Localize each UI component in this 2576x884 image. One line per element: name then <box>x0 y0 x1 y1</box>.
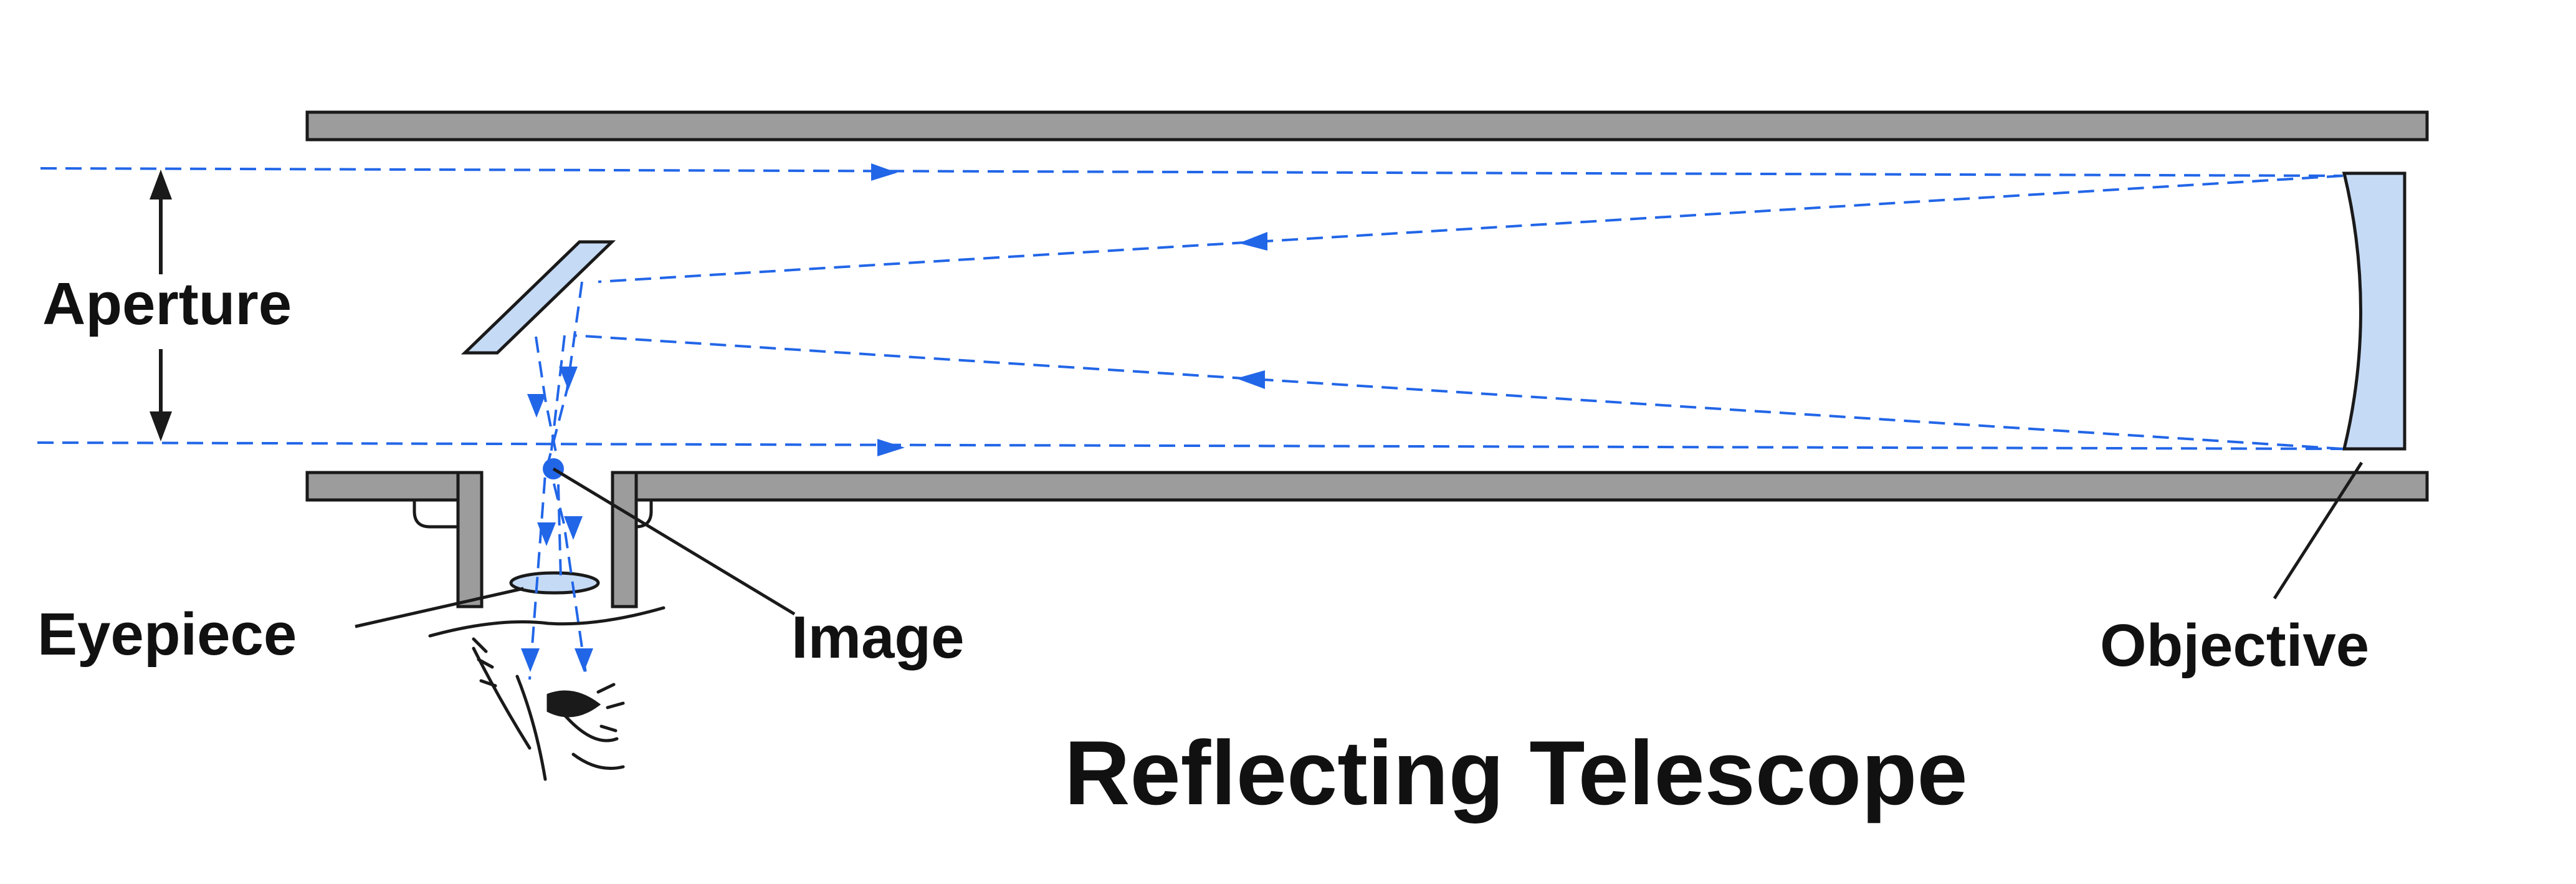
telescope-tube <box>305 110 2429 502</box>
light-rays <box>37 167 2344 680</box>
aperture-arrowhead-down <box>150 411 172 441</box>
aperture-arrowhead-up <box>150 170 172 199</box>
eyepiece-lens <box>509 571 600 595</box>
reflected-ray-bottom <box>573 334 2344 450</box>
image-leader-line <box>552 467 796 616</box>
eyepiece-holder <box>413 471 653 608</box>
eye-lashes <box>472 637 625 733</box>
ray-arrow-top-incoming <box>871 163 897 181</box>
eye-cheek <box>559 709 619 742</box>
eyepiece-leader-line <box>355 587 524 628</box>
ray-arrow-vertical-1 <box>527 394 546 418</box>
eye-pupil <box>546 690 601 718</box>
ray-arrow-vertical-2 <box>559 367 578 390</box>
eyepiece-tube-left-wall <box>456 471 484 608</box>
ray-mirror-to-image-a <box>528 281 583 680</box>
ray-arrow-top-reflected <box>1239 232 1267 251</box>
incoming-ray-top <box>40 167 2344 177</box>
tube-bottom-wall-right <box>611 471 2429 502</box>
ray-arrow-bottom-reflected <box>1236 370 1265 389</box>
diagram-title: Reflecting Telescope <box>1064 722 1968 824</box>
eyepiece-label: Eyepiece <box>37 601 297 668</box>
reflected-ray-top <box>598 175 2344 283</box>
ray-direction-arrows <box>521 163 1267 672</box>
objective-mirror <box>2342 171 2407 451</box>
ray-mirror-to-image-b <box>548 335 587 674</box>
ray-mirror-to-image-c <box>535 336 562 580</box>
image-label: Image <box>791 604 964 671</box>
ray-arrow-vertical-4 <box>564 516 583 540</box>
observer-eye-drawing <box>428 606 665 781</box>
ray-arrow-bottom-incoming <box>877 439 905 456</box>
objective-label: Objective <box>2100 612 2369 679</box>
secondary-mirror <box>460 240 616 355</box>
incoming-ray-bottom <box>37 441 2344 450</box>
tube-top-wall <box>305 110 2429 142</box>
aperture-dimension <box>150 170 172 441</box>
aperture-label: Aperture <box>42 271 292 337</box>
objective-leader-line <box>2273 461 2364 600</box>
eye-brow <box>428 606 665 638</box>
leader-lines <box>355 461 2364 628</box>
ray-arrow-vertical-5 <box>521 648 540 672</box>
eye-nose <box>515 675 547 781</box>
ray-arrow-vertical-3 <box>537 522 556 546</box>
eyepiece-tube-right-wall <box>611 471 638 608</box>
eye-upper-lid <box>472 646 532 750</box>
eyepiece-holder-left-flange <box>413 500 458 529</box>
tube-bottom-wall-left <box>305 471 484 502</box>
ray-arrow-vertical-6 <box>575 648 593 672</box>
eye-lower-line <box>571 752 625 770</box>
